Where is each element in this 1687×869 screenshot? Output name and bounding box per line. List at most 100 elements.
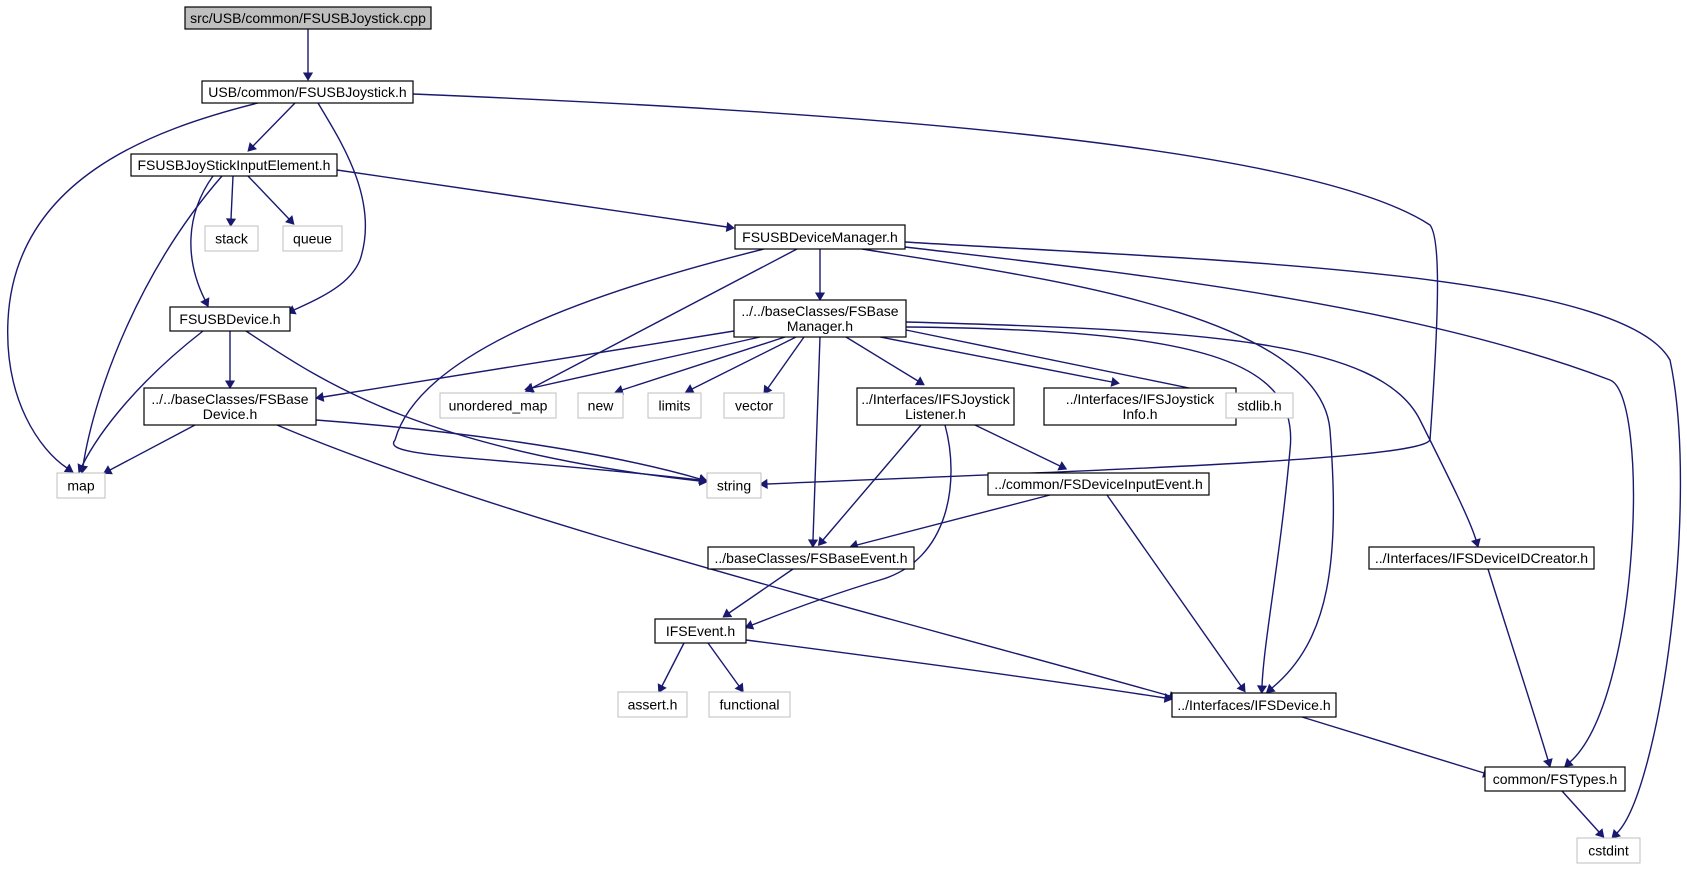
edge-devicemanager_h-to-fstypes_h (904, 246, 1635, 768)
node-box (723, 392, 785, 419)
edge-ifsevent_h-to-assert_h (657, 642, 685, 694)
edge-deviceinputevent_h-to-baseevent_h (849, 494, 1051, 550)
node-label: Device.h (203, 406, 257, 422)
arrow-head-icon (744, 620, 755, 630)
edge-basemanager_h-to-baseevent_h (807, 336, 821, 548)
node-assert-h: assert.h (617, 691, 688, 718)
node-vector: vector (723, 392, 785, 419)
node-limits: limits (647, 392, 702, 419)
node-label: cstdint (1588, 843, 1629, 859)
edge-line (276, 424, 1171, 697)
edge-line (691, 336, 797, 390)
edge-joystickinputelement_h-to-queue (247, 175, 295, 225)
edge-line (745, 639, 1166, 699)
edge-line (190, 175, 214, 301)
edge-fsusbjoystick_h-to-fsusbdevice_h (286, 102, 367, 315)
arrow-head-icon (102, 465, 113, 475)
edge-line (728, 568, 794, 614)
node-ifsdevice-h[interactable]: ../Interfaces/IFSDevice.h (1171, 692, 1337, 718)
edge-line (247, 175, 290, 220)
edge-basemanager_h-to-basedevice_h (315, 330, 735, 402)
node-label: ../Interfaces/IFSJoystick (1066, 391, 1216, 407)
node-deviceinputevent-h[interactable]: ../common/FSDeviceInputEvent.h (987, 472, 1210, 496)
arrow-head-icon (1611, 829, 1621, 839)
node-box (204, 225, 259, 252)
node-box (706, 472, 762, 499)
node-label: ../../baseClasses/FSBase (741, 303, 898, 319)
arrow-head-icon (763, 384, 773, 395)
arrow-head-icon (1110, 376, 1120, 387)
node-box (201, 80, 414, 104)
edge-line (336, 169, 728, 228)
node-box (282, 225, 343, 252)
node-label: FSUSBDevice.h (179, 311, 280, 327)
node-queue: queue (282, 225, 343, 252)
edge-joystickinputelement_h-to-fsusbdevice_h (190, 175, 214, 308)
arrow-head-icon (225, 218, 237, 227)
node-unordered-map: unordered_map (439, 392, 557, 419)
node-box (169, 306, 291, 332)
node-stack: stack (204, 225, 259, 252)
node-map: map (56, 472, 106, 499)
edge-root-to-fsusbjoystick_h (302, 29, 314, 81)
node-label: stack (215, 231, 249, 247)
arrow-head-icon (657, 683, 667, 694)
node-devicemanager-h[interactable]: FSUSBDeviceManager.h (734, 224, 906, 250)
node-box (707, 546, 915, 570)
node-label: new (588, 398, 615, 414)
edge-line (974, 424, 1061, 467)
edge-ifsevent_h-to-functional (707, 642, 744, 693)
edge-line (1561, 790, 1600, 833)
edge-line (856, 494, 1051, 546)
node-fstypes-h[interactable]: common/FSTypes.h (1484, 766, 1626, 792)
node-label: ../common/FSDeviceInputEvent.h (994, 476, 1203, 492)
edge-joystickinputelement_h-to-devicemanager_h (336, 169, 735, 233)
node-box (647, 392, 702, 419)
edge-line (905, 326, 1292, 687)
node-box (577, 392, 624, 419)
node-box (143, 387, 317, 426)
edge-line (109, 424, 196, 471)
node-cstdint: cstdint (1576, 837, 1641, 864)
edge-devicemanager_h-to-string (392, 248, 765, 486)
node-label: ../Interfaces/IFSDevice.h (1177, 697, 1330, 713)
edge-joysticklistener_h-to-deviceinputevent_h (974, 424, 1068, 471)
node-functional: functional (708, 691, 791, 718)
arrow-head-icon (77, 463, 87, 474)
node-baseevent-h[interactable]: ../baseClasses/FSBaseEvent.h (707, 546, 915, 570)
edge-line (531, 336, 761, 389)
node-fsusbdevice-h[interactable]: FSUSBDevice.h (169, 306, 291, 332)
node-ifsevent-h[interactable]: IFSEvent.h (654, 618, 747, 644)
edge-basedevice_h-to-map (102, 424, 196, 475)
node-fsusbjoystick-h[interactable]: USB/common/FSUSBJoystick.h (201, 80, 414, 104)
edge-line (905, 329, 1229, 397)
edge-devicemanager_h-to-basemanager_h (814, 249, 826, 301)
node-joystickinputelement-h[interactable]: FSUSBJoyStickInputElement.h (130, 153, 338, 177)
edge-line (1106, 494, 1242, 687)
node-box (439, 392, 557, 419)
node-label: common/FSTypes.h (1493, 771, 1618, 787)
edge-line (861, 248, 1335, 689)
node-label: unordered_map (449, 398, 548, 414)
node-root[interactable]: src/USB/common/FSUSBJoystick.cpp (184, 6, 432, 30)
node-label: ../Interfaces/IFSDeviceIDCreator.h (1375, 550, 1588, 566)
node-label: ../Interfaces/IFSJoystick (861, 391, 1011, 407)
node-label: FSUSBDeviceManager.h (742, 229, 898, 245)
node-label: limits (659, 398, 691, 414)
edge-line (315, 419, 701, 480)
nodes-layer: src/USB/common/FSUSBJoystick.cppUSB/comm… (56, 6, 1641, 864)
edge-fsusbjoystick_h-to-map (7, 102, 259, 473)
edge-line (531, 248, 798, 389)
edge-line (905, 321, 1477, 541)
node-deviceidcreator-h[interactable]: ../Interfaces/IFSDeviceIDCreator.h (1368, 546, 1595, 570)
arrow-head-icon (524, 382, 534, 393)
node-label: ../baseClasses/FSBaseEvent.h (715, 550, 908, 566)
node-label: Info.h (1122, 406, 1157, 422)
edge-basemanager_h-to-joysticklistener_h (845, 336, 925, 386)
edge-deviceidcreator_h-to-fstypes_h (1487, 568, 1553, 768)
